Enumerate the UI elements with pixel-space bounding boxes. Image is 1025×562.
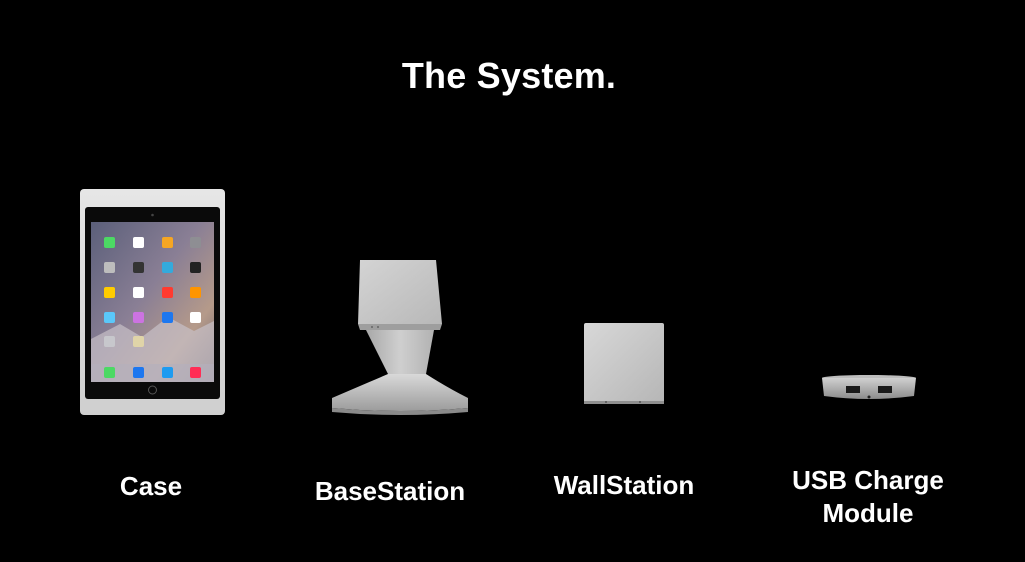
case-label: Case bbox=[119, 471, 183, 501]
slide-title: The System. bbox=[401, 55, 617, 96]
tablet-case-icon bbox=[80, 189, 225, 415]
basestation-label: BaseStation bbox=[314, 476, 466, 506]
wall-mount-icon bbox=[584, 323, 664, 405]
usb-charge-module-label: USB Charge Module bbox=[792, 465, 944, 528]
usb-charger-icon bbox=[820, 374, 918, 402]
wallstation-label: WallStation bbox=[553, 470, 695, 500]
table-stand-icon bbox=[330, 258, 470, 418]
